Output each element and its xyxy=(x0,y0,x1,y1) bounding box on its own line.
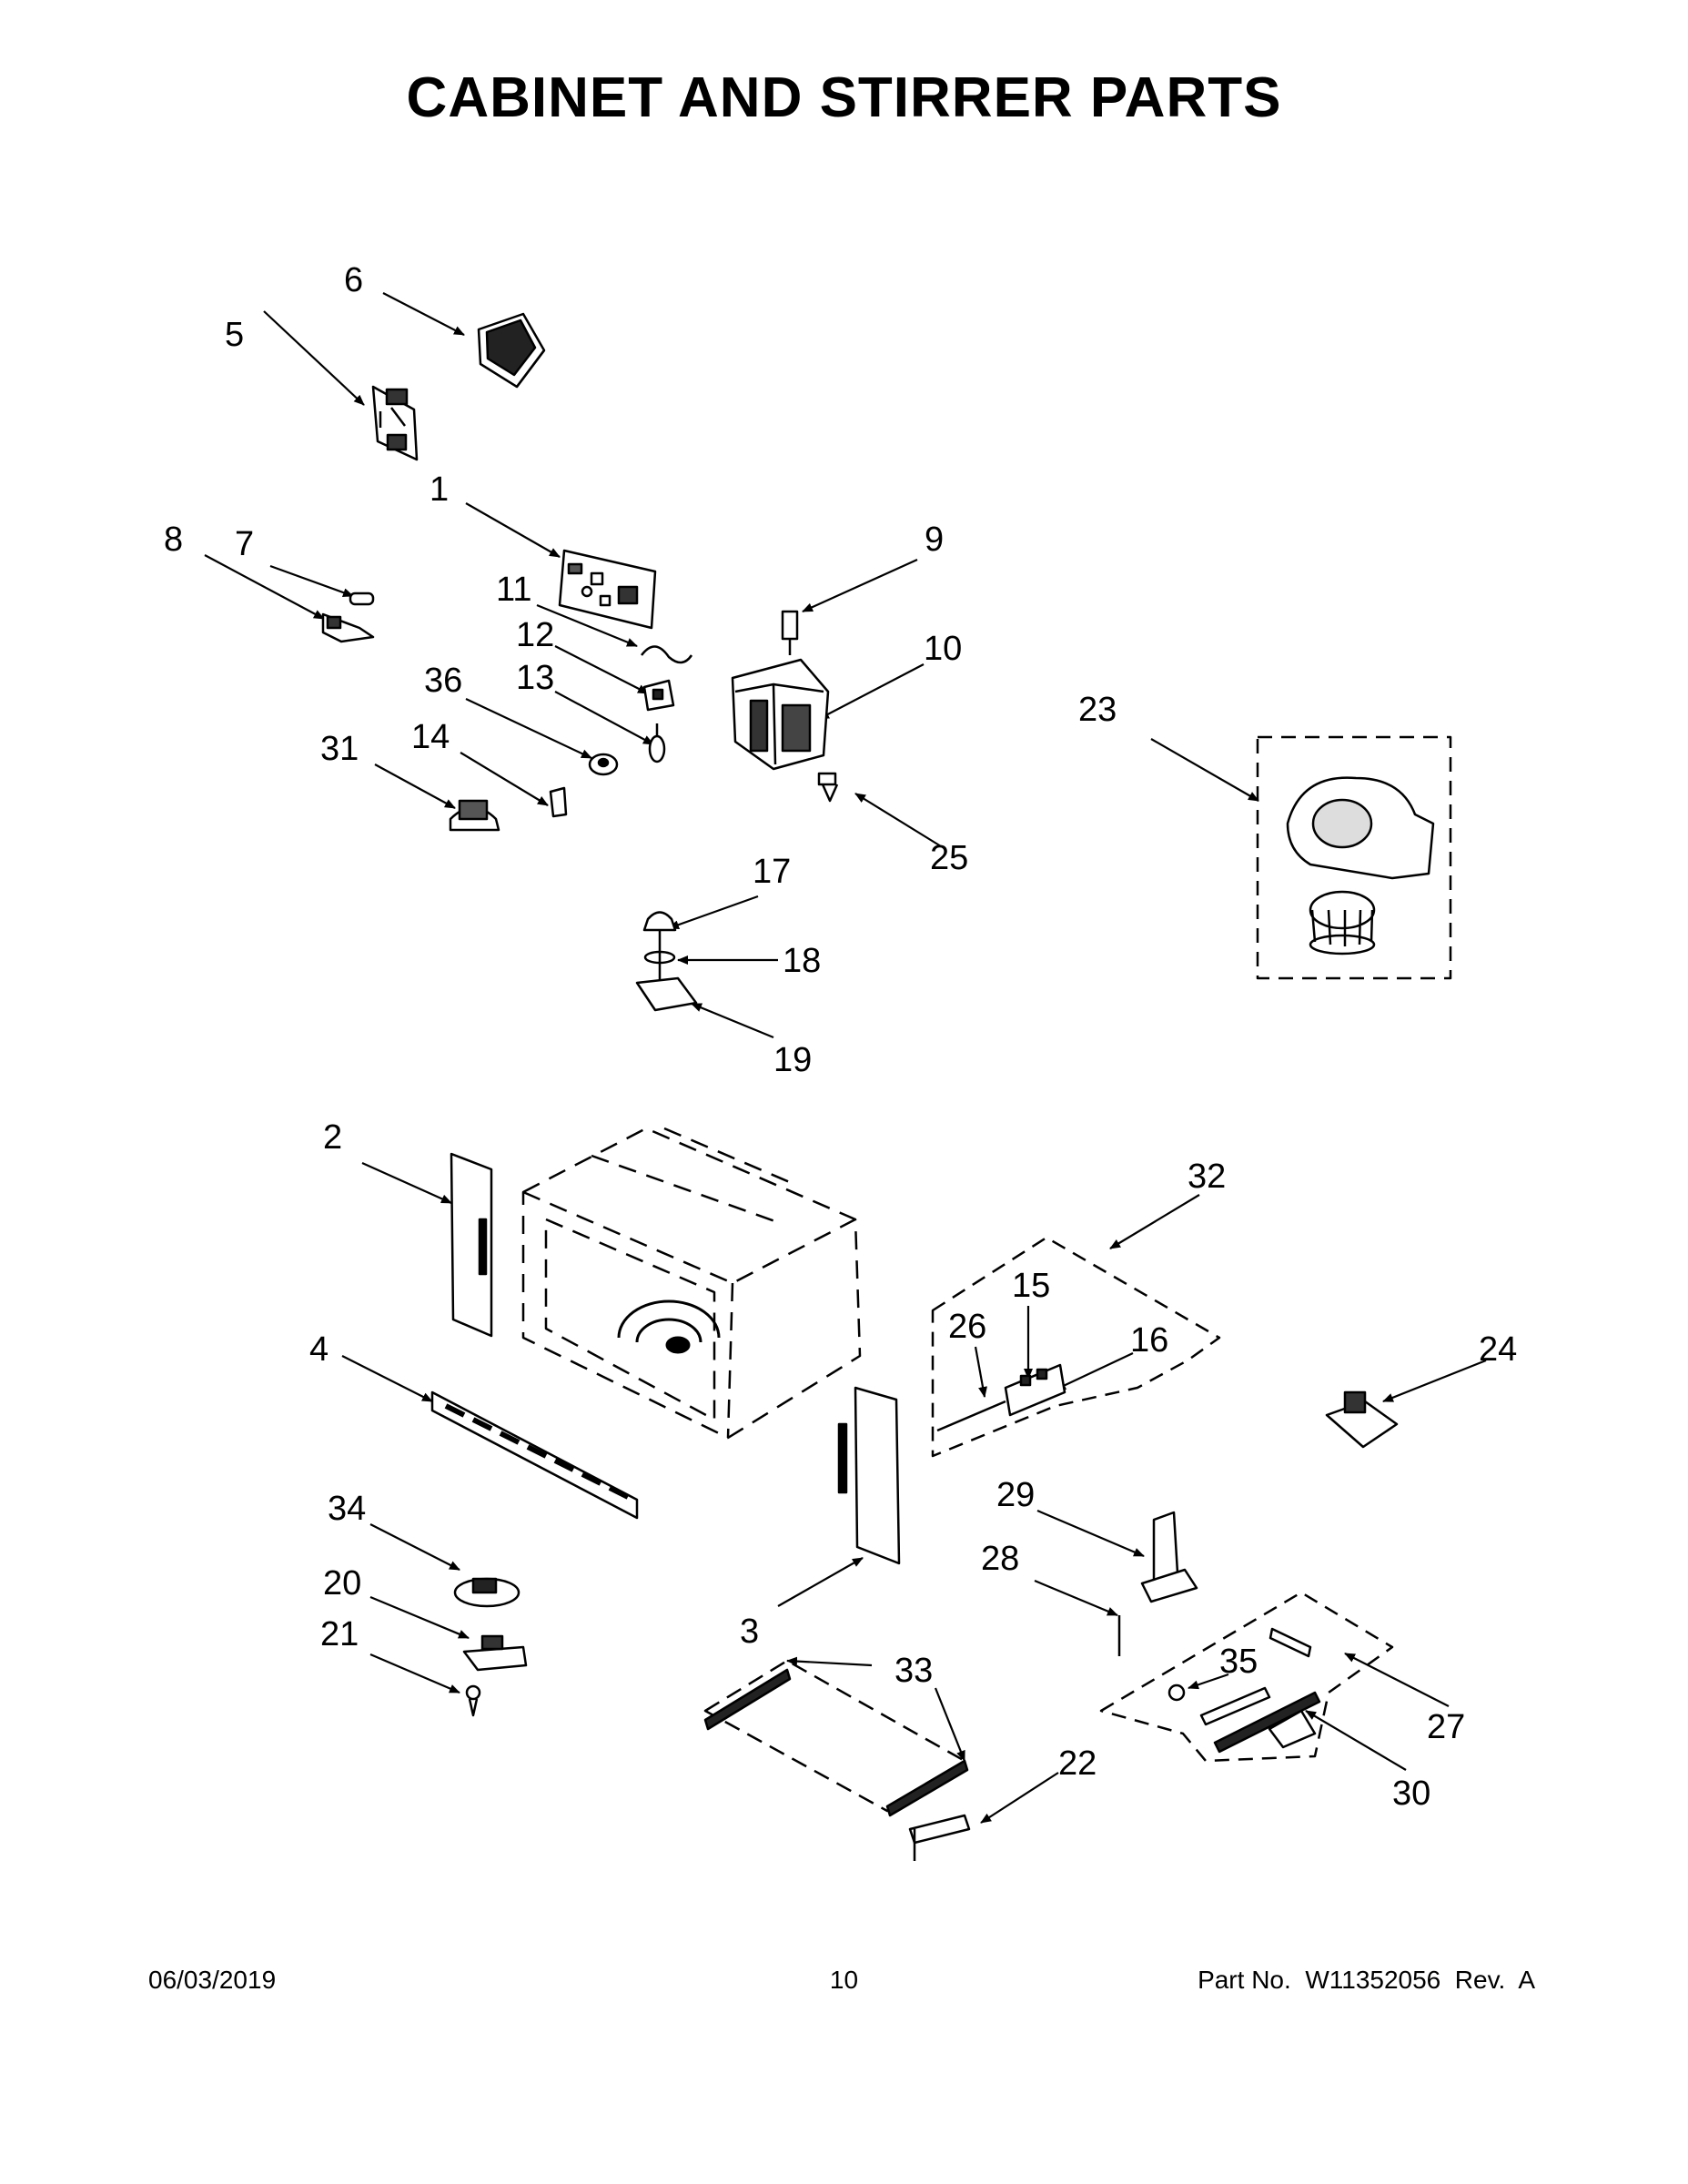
callout-26: 26 xyxy=(948,1308,986,1346)
part-23-blower xyxy=(1256,735,1452,980)
part-27-drive-assembly xyxy=(1099,1591,1394,1763)
part-5-board xyxy=(371,385,419,461)
callout-18: 18 xyxy=(783,942,821,980)
part-9-connector xyxy=(781,610,799,655)
part-3-side-panel xyxy=(837,1386,901,1565)
callout-4: 4 xyxy=(309,1330,329,1369)
callout-29: 29 xyxy=(996,1476,1035,1514)
part-30-arm xyxy=(1213,1691,1321,1754)
callout-13: 13 xyxy=(516,659,554,697)
callout-36: 36 xyxy=(424,662,462,700)
callout-35: 35 xyxy=(1219,1643,1258,1681)
oven-cavity xyxy=(521,1127,862,1440)
part-6-housing xyxy=(477,312,546,389)
callout-17: 17 xyxy=(753,853,791,891)
callout-22: 22 xyxy=(1058,1744,1097,1783)
part-13-sensor xyxy=(648,723,666,763)
part-17-cap xyxy=(642,911,677,932)
callout-31: 31 xyxy=(320,730,359,768)
callout-3: 3 xyxy=(740,1613,759,1651)
part-31-thermostat xyxy=(449,799,500,832)
callout-33: 33 xyxy=(895,1652,933,1690)
callout-25: 25 xyxy=(930,839,968,877)
stirrer-pattern xyxy=(617,1299,721,1354)
part-7-fuse xyxy=(349,592,375,606)
part-11-wire xyxy=(641,645,693,664)
callout-23: 23 xyxy=(1078,691,1117,729)
callout-2: 2 xyxy=(323,1118,342,1157)
part-8-clip xyxy=(321,612,375,643)
callout-8: 8 xyxy=(164,521,183,559)
callout-1: 1 xyxy=(430,470,449,509)
part-32-assembly xyxy=(931,1236,1221,1458)
callout-30: 30 xyxy=(1392,1774,1430,1813)
callout-14: 14 xyxy=(411,718,450,756)
part-29-bracket xyxy=(1140,1511,1198,1603)
part-25-screw xyxy=(817,772,839,803)
callout-27: 27 xyxy=(1427,1708,1465,1746)
part-20-motor xyxy=(462,1634,528,1672)
callout-21: 21 xyxy=(320,1615,359,1653)
part-22-clip xyxy=(908,1814,971,1861)
part-24-motor xyxy=(1325,1390,1399,1449)
page-title: CABINET AND STIRRER PARTS xyxy=(406,66,1282,129)
callout-10: 10 xyxy=(924,630,962,668)
callout-19: 19 xyxy=(773,1041,812,1079)
callout-5: 5 xyxy=(225,316,244,354)
part-36-grommet xyxy=(588,753,619,776)
callout-7: 7 xyxy=(235,525,254,563)
part-19-bracket xyxy=(635,930,698,1012)
part-10-relay xyxy=(731,658,830,771)
part-35-pin xyxy=(1167,1684,1186,1702)
part-12-bracket xyxy=(642,679,675,712)
callout-34: 34 xyxy=(328,1490,366,1528)
footer-part-number: Part No. W11352056 Rev. A xyxy=(1198,1966,1535,1994)
callout-32: 32 xyxy=(1188,1158,1226,1196)
callouts: 6 5 1 9 8 7 11 12 10 13 36 23 14 31 25 1… xyxy=(164,261,1517,1813)
callout-20: 20 xyxy=(323,1564,361,1603)
part-2-side-panel xyxy=(450,1152,493,1338)
callout-28: 28 xyxy=(981,1540,1019,1578)
part-21-screw xyxy=(465,1684,481,1717)
part-4-strip xyxy=(430,1390,639,1520)
part-33-frame xyxy=(703,1659,966,1813)
callout-9: 9 xyxy=(925,521,944,559)
leader-lines xyxy=(204,292,1487,1824)
callout-15: 15 xyxy=(1012,1267,1050,1305)
callout-12: 12 xyxy=(516,616,554,654)
footer-date: 06/03/2019 xyxy=(148,1966,277,1994)
callout-24: 24 xyxy=(1479,1330,1517,1369)
callout-16: 16 xyxy=(1130,1321,1168,1360)
callout-6: 6 xyxy=(344,261,363,299)
part-34-plate xyxy=(453,1577,521,1608)
part-1-control-board xyxy=(558,549,657,630)
callout-11: 11 xyxy=(496,571,531,609)
part-33-rails xyxy=(703,1668,969,1817)
part-drawings xyxy=(321,312,1452,1861)
part-14-terminal xyxy=(549,786,568,818)
footer-page-number: 10 xyxy=(829,1966,859,1994)
